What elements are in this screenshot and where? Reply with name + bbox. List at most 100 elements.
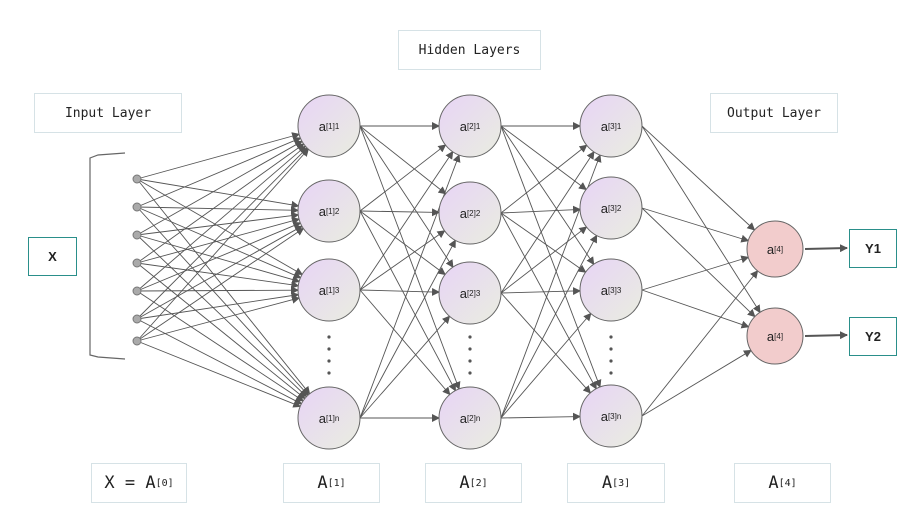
hidden-node — [297, 386, 361, 450]
input-node — [132, 336, 142, 346]
ellipsis-dot — [609, 371, 613, 375]
connection-edge — [500, 226, 588, 294]
output-node — [746, 220, 804, 278]
matrix-base: A — [768, 473, 779, 493]
hidden-layers-label: Hidden Layers — [398, 30, 541, 70]
connection-edge — [500, 205, 582, 214]
ellipsis-dot — [609, 335, 613, 339]
connection-edge — [359, 289, 451, 396]
matrix-superscript: [2] — [469, 477, 488, 489]
connection-edge — [641, 207, 750, 243]
connection-edge — [136, 147, 308, 320]
connection-edge — [136, 137, 302, 208]
connection-edge — [359, 315, 451, 419]
connection-edge — [500, 125, 595, 266]
connection-edge — [136, 291, 300, 320]
connection-edge — [136, 140, 303, 236]
connection-edge — [500, 125, 587, 191]
ellipsis-dot — [609, 347, 613, 351]
connection-edge — [641, 289, 750, 329]
connection-edge — [500, 292, 592, 394]
connection-edge — [136, 143, 305, 264]
connection-edge — [641, 207, 756, 318]
hidden-node — [438, 386, 502, 450]
ellipsis-dot — [468, 335, 472, 339]
hidden-node — [579, 384, 643, 448]
x-input-box: X — [28, 237, 77, 276]
connection-edge — [641, 255, 750, 291]
matrix-base: A — [459, 473, 470, 493]
connection-edge — [136, 206, 302, 279]
matrix-base: A — [317, 473, 328, 493]
hidden-node — [438, 261, 502, 325]
activation-matrix-label: A[3] — [567, 463, 665, 503]
connection-edge — [500, 144, 588, 214]
input-node — [132, 202, 142, 212]
connection-edge — [136, 295, 301, 342]
ellipsis-dot — [327, 347, 331, 351]
output-layer-label: Output Layer — [710, 93, 838, 133]
input-bracket — [89, 152, 126, 360]
connection-edge — [500, 212, 597, 390]
y2-output-box: Y2 — [849, 317, 897, 356]
connection-edge — [500, 212, 587, 273]
connection-edge — [136, 178, 300, 209]
ellipsis-dot — [327, 359, 331, 363]
hidden-node — [579, 176, 643, 240]
connection-edge — [136, 148, 310, 342]
connection-edge — [359, 150, 454, 291]
hidden-node — [579, 258, 643, 322]
matrix-superscript: [4] — [778, 477, 797, 489]
activation-matrix-label: A[1] — [283, 463, 380, 503]
ellipsis-dot — [468, 359, 472, 363]
matrix-superscript: [3] — [612, 477, 631, 489]
connection-edge — [136, 290, 304, 402]
connection-edge — [359, 208, 441, 217]
input-node — [132, 258, 142, 268]
connection-edge — [136, 262, 300, 289]
connection-edge — [641, 270, 759, 417]
connection-edge — [359, 144, 447, 212]
connection-edge — [136, 286, 300, 295]
hidden-node — [438, 181, 502, 245]
y1-output-box: Y1 — [849, 229, 897, 268]
connection-edge — [359, 125, 454, 268]
connection-edge — [641, 125, 756, 231]
input-layer-label: Input Layer — [34, 93, 182, 133]
hidden-node — [438, 94, 502, 158]
connection-edge — [136, 211, 300, 236]
connection-edge — [136, 178, 311, 395]
connection-edge — [136, 217, 301, 264]
connection-edge — [500, 125, 602, 388]
connection-edge — [500, 151, 595, 294]
connection-edge — [136, 178, 304, 275]
connection-edge — [136, 225, 303, 320]
ellipsis-dot — [609, 359, 613, 363]
connection-edge — [359, 210, 446, 276]
connection-edge — [136, 318, 303, 405]
ellipsis-dot — [327, 335, 331, 339]
output-arrow — [804, 331, 848, 340]
matrix-superscript: [0] — [155, 477, 174, 489]
ellipsis-dot — [468, 347, 472, 351]
output-node — [746, 307, 804, 365]
matrix-base: X = A — [104, 473, 156, 493]
input-node — [132, 286, 142, 296]
input-node — [132, 230, 142, 240]
connection-edge — [359, 287, 441, 296]
connection-edge — [500, 412, 582, 421]
hidden-node — [297, 258, 361, 322]
connection-edge — [136, 234, 308, 398]
connection-edge — [136, 206, 300, 215]
ellipsis-dot — [327, 371, 331, 375]
connection-edge — [136, 262, 306, 400]
output-arrow — [804, 244, 848, 253]
activation-matrix-label: A[4] — [734, 463, 831, 503]
connection-edge — [500, 234, 598, 419]
ellipsis-dot — [468, 371, 472, 375]
connection-edge — [136, 234, 301, 284]
connection-edge — [136, 145, 307, 292]
connection-edge — [359, 125, 461, 390]
